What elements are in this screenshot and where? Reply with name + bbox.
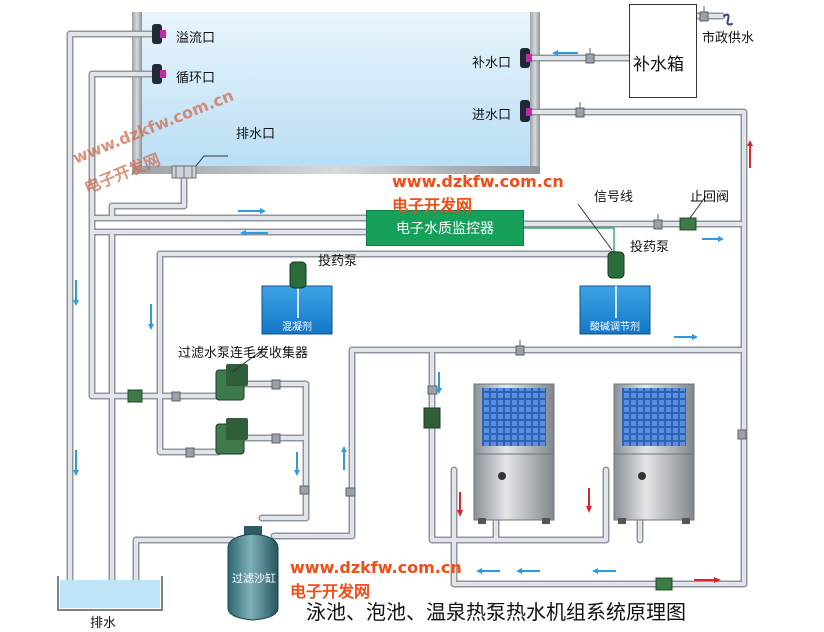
heat-pump-2: [613, 383, 695, 524]
sand-filter-label: 过滤沙缸: [232, 572, 276, 585]
dosing-pump-label-2: 投药泵: [630, 240, 670, 255]
sand-filter: [227, 526, 279, 621]
circulation-port-label: 循环口: [176, 71, 216, 86]
pool: [132, 12, 540, 174]
makeup-tank: [629, 4, 697, 98]
drain-label: 排水: [90, 616, 117, 631]
makeup-port-label: 补水口: [472, 56, 512, 71]
watermark-name-3: 电子开发网: [290, 582, 371, 601]
flow-arrows: [73, 50, 724, 574]
diagram-title: 泳池、泡池、温泉热泵热水机组系统原理图: [306, 600, 686, 624]
drain-port-label: 排水口: [236, 127, 276, 142]
coagulant-label: 混凝剂: [282, 322, 312, 333]
filter-pumps: [215, 364, 248, 455]
drain-basin: [57, 576, 163, 611]
ph-agent-label: 酸碱调节剂: [590, 322, 640, 333]
makeup-tank-label: 补水箱: [633, 55, 684, 75]
valves: [171, 6, 747, 497]
water-quality-monitor: 电子水质监控器: [366, 210, 524, 246]
leader-lines: [231, 195, 707, 373]
pool-ports: [152, 24, 532, 179]
dosing-pump-label-1: 投药泵: [318, 254, 358, 269]
filter-pump-label: 过滤水泵连毛发收集器: [178, 346, 309, 361]
check-valve-label: 止回阀: [690, 190, 730, 205]
watermark-name-2: 电子开发网: [392, 196, 473, 215]
heat-pump-1: [473, 383, 555, 524]
signal-line-label: 信号线: [594, 190, 634, 205]
inlet-port-label: 进水口: [472, 108, 512, 123]
pipe-network: [66, 12, 748, 588]
dosing-tanks: [261, 251, 651, 335]
watermark-url-2: www.dzkfw.com.cn: [392, 172, 564, 191]
overflow-port-label: 溢流口: [176, 31, 216, 46]
municipal-water-label: 市政供水: [702, 31, 755, 46]
watermark-url-3: www.dzkfw.com.cn: [290, 558, 462, 577]
hot-arrows: [457, 140, 753, 583]
